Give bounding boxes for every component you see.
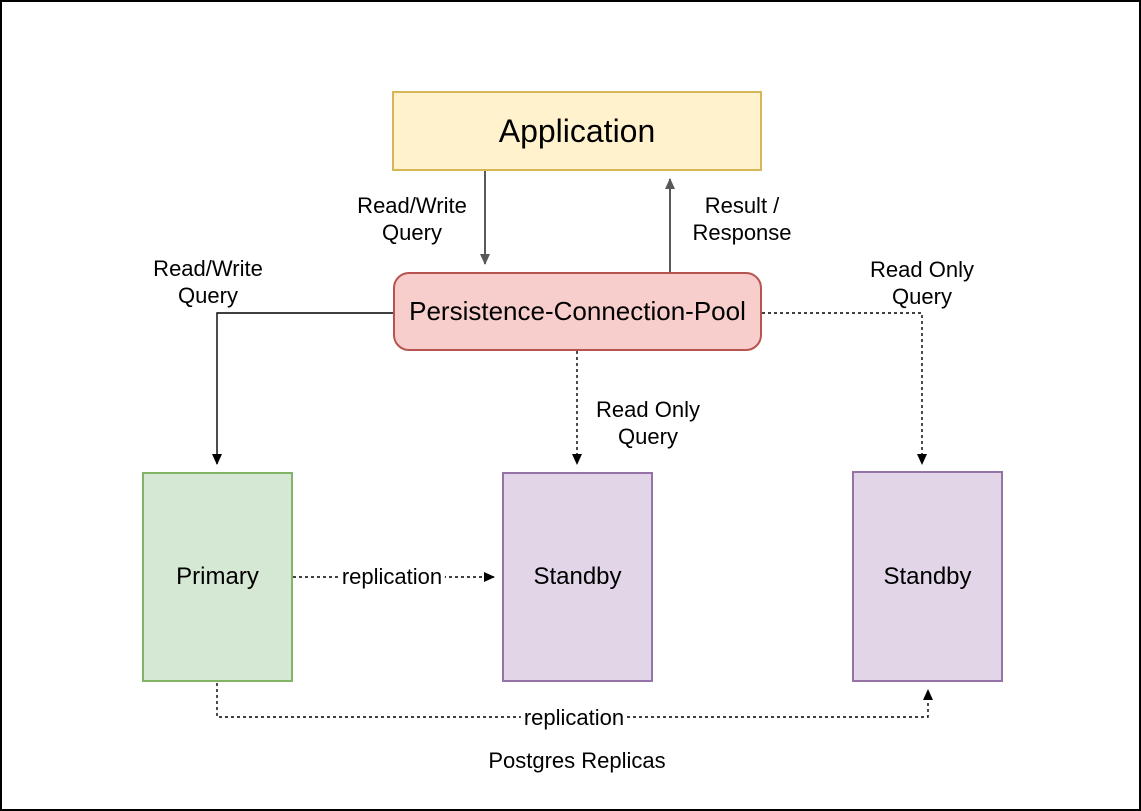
node-application-label: Application (498, 112, 656, 149)
edge-label-replication-middle: replication (338, 565, 446, 589)
node-standby-middle-label: Standby (533, 563, 622, 590)
edge-pool-to-primary (212, 312, 393, 465)
node-standby-middle: Standby (502, 472, 653, 682)
edge-label-read-only-query-right: Read Only Query (870, 257, 974, 309)
node-standby-right: Standby (852, 471, 1003, 682)
node-primary-label: Primary (176, 563, 259, 590)
node-persistence-connection-pool: Persistence-Connection-Pool (393, 272, 762, 351)
node-standby-right-label: Standby (883, 562, 972, 590)
node-primary: Primary (142, 472, 293, 682)
edge-label-replication-bottom: replication (520, 706, 628, 730)
edge-label-result-response: Result / Response (692, 193, 792, 245)
node-application: Application (392, 91, 762, 171)
edge-label-read-only-query-middle: Read Only Query (596, 397, 700, 449)
edge-label-read-write-query-left: Read/Write Query (153, 256, 263, 308)
edge-pool-to-standby-right (762, 312, 927, 465)
node-pool-label: Persistence-Connection-Pool (409, 296, 746, 326)
diagram-caption: Postgres Replicas (488, 748, 666, 773)
edge-label-read-write-query-top: Read/Write Query (357, 193, 467, 245)
